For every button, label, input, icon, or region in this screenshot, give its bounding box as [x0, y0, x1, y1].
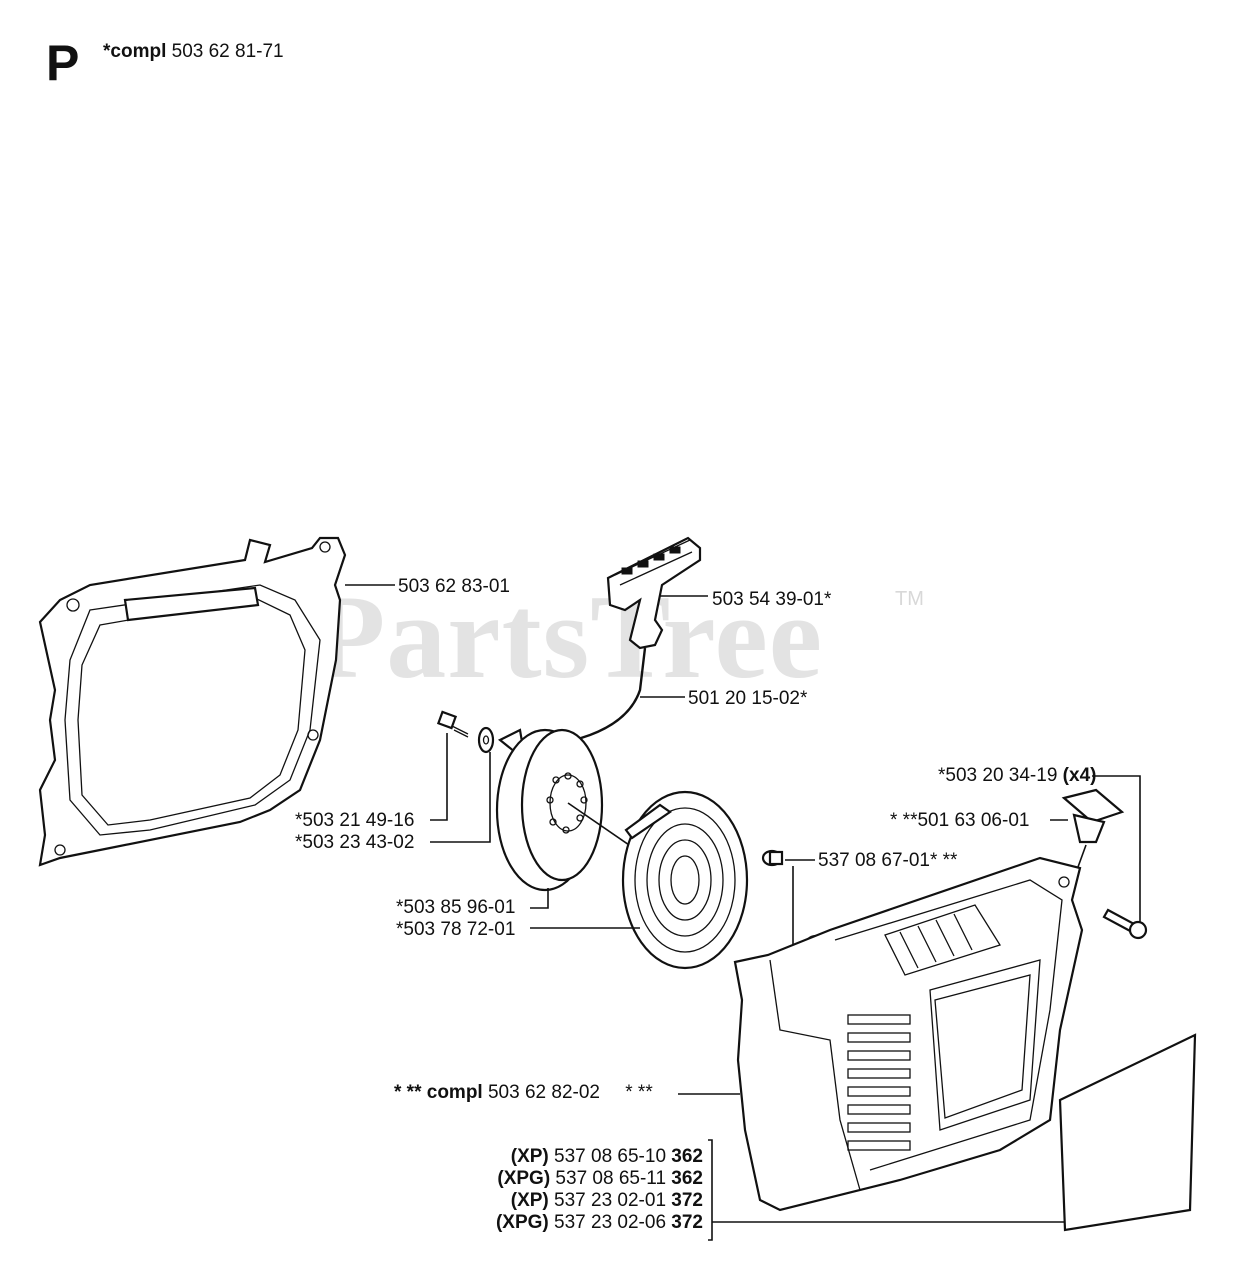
variant-model: (XP) [510, 1190, 549, 1211]
assembly-heading: *compl 503 62 81-71 [103, 41, 284, 63]
decal-plate-part[interactable] [1058, 1033, 1197, 1232]
variant-number: 537 23 02-01 [548, 1190, 672, 1211]
label-washer-a[interactable]: *503 23 43-02 [295, 832, 415, 853]
cover-prefix: * ** [394, 1082, 422, 1103]
label-screw-a[interactable]: *503 21 49-16 [295, 810, 415, 831]
screw-b-part[interactable] [1102, 908, 1148, 940]
variant-row[interactable]: (XP) 537 23 02-01 372 [420, 1190, 703, 1212]
label-starter-cover[interactable]: * ** compl 503 62 82-02 * ** [394, 1082, 653, 1104]
compl-prefix: *compl [103, 41, 167, 62]
variant-model: (XP) [510, 1146, 549, 1167]
trademark-mark: TM [895, 588, 924, 610]
label-starter-handle[interactable]: 503 54 39-01* [712, 589, 832, 610]
label-bushing[interactable]: 537 08 67-01* ** [818, 850, 958, 871]
screw-b-qty: (x4) [1062, 765, 1097, 786]
fan-housing-part[interactable] [38, 536, 347, 867]
starter-handle-part[interactable] [606, 536, 702, 650]
starter-pulley-part[interactable] [495, 728, 604, 892]
variant-model: (XPG) [497, 1168, 551, 1189]
label-screw-b[interactable]: *503 20 34-19 (x4) [938, 765, 1096, 787]
label-fan-housing[interactable]: 503 62 83-01 [398, 576, 510, 597]
cover-number: 503 62 82-02 [482, 1082, 600, 1103]
variant-number: 537 08 65-11 [550, 1168, 672, 1189]
watermark-logo: PartsTree [312, 570, 823, 703]
label-pulley[interactable]: *503 85 96-01 [396, 897, 516, 918]
section-letter: P [46, 35, 80, 91]
variant-size: 372 [671, 1212, 703, 1233]
washer-a-part[interactable] [477, 726, 495, 754]
label-spring[interactable]: *503 78 72-01 [396, 919, 516, 940]
variant-row[interactable]: (XPG) 537 23 02-06 372 [420, 1212, 703, 1234]
label-grommet[interactable]: * **501 63 06-01 [890, 810, 1030, 831]
screw-a-part[interactable] [436, 710, 469, 738]
compl-number: 503 62 81-71 [171, 41, 284, 62]
variant-size: 372 [671, 1190, 703, 1211]
screw-b-number: *503 20 34-19 [938, 765, 1063, 786]
cover-compl: compl [426, 1082, 483, 1103]
variant-size: 362 [671, 1168, 703, 1189]
cover-suffix: * ** [625, 1082, 653, 1103]
recoil-spring-part[interactable] [621, 790, 749, 970]
starter-cover-part[interactable] [733, 856, 1084, 1212]
variant-row[interactable]: (XP) 537 08 65-10 362 [420, 1146, 703, 1168]
label-starter-cord[interactable]: 501 20 15-02* [688, 688, 808, 709]
bushing-part[interactable] [761, 849, 784, 867]
grommet-part[interactable] [1061, 788, 1125, 844]
variant-number: 537 23 02-06 [548, 1212, 672, 1233]
variant-number: 537 08 65-10 [548, 1146, 672, 1167]
variant-model: (XPG) [495, 1212, 549, 1233]
variant-row[interactable]: (XPG) 537 08 65-11 362 [420, 1168, 703, 1190]
variant-size: 362 [671, 1146, 703, 1167]
variant-list: (XP) 537 08 65-10 362 (XPG) 537 08 65-11… [420, 1146, 703, 1234]
